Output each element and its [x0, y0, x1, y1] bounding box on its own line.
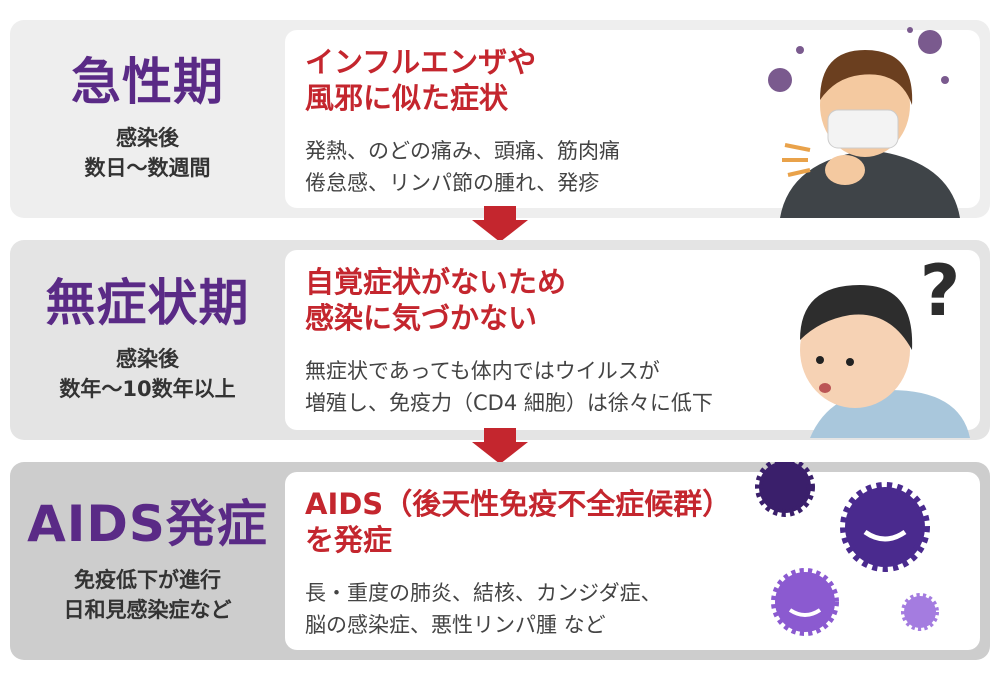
- description: 長・重度の肺炎、結核、カンジダ症、脳の感染症、悪性リンパ腫 など: [305, 581, 662, 637]
- unaware-person-illustration: ?: [800, 250, 970, 438]
- stage-card: インフルエンザや風邪に似た症状 発熱、のどの痛み、頭痛、筋肉痛倦怠感、リンパ節の…: [285, 27, 980, 218]
- stage-aids: AIDS発症 免疫低下が進行日和見感染症など AIDS（後天性免疫不全症候群）を…: [10, 462, 990, 660]
- phase-timing: 免疫低下が進行日和見感染症など: [64, 566, 232, 625]
- question-mark-icon: ?: [920, 250, 961, 332]
- headline: 自覚症状がないため感染に気づかない: [305, 265, 567, 336]
- stage-label: 無症状期 感染後数年〜10数年以上: [10, 240, 285, 440]
- timing-line: 数年〜10数年以上: [59, 376, 236, 401]
- stage-card: 自覚症状がないため感染に気づかない 無症状であっても体内ではウイルスが増殖し、免…: [285, 250, 980, 438]
- timing-line: 数日〜数週間: [84, 155, 211, 180]
- stage-asymptomatic: 無症状期 感染後数年〜10数年以上 自覚症状がないため感染に気づかない 無症状で…: [10, 240, 990, 440]
- headline: インフルエンザや風邪に似た症状: [305, 45, 537, 116]
- phase-title: AIDS発症: [27, 495, 268, 554]
- stage-card: AIDS（後天性免疫不全症候群）を発症 長・重度の肺炎、結核、カンジダ症、脳の感…: [285, 462, 980, 650]
- phase-timing: 感染後数日〜数週間: [85, 124, 211, 183]
- stage-label: AIDS発症 免疫低下が進行日和見感染症など: [10, 462, 285, 660]
- phase-title: 無症状期: [45, 274, 250, 333]
- coughing-person-illustration: [768, 27, 960, 218]
- timing-line: 日和見感染症など: [63, 597, 232, 622]
- phase-timing: 感染後数年〜10数年以上: [59, 345, 235, 404]
- phase-title: 急性期: [71, 53, 224, 112]
- timing-line: 感染後: [115, 347, 179, 372]
- timing-line: 免疫低下が進行: [74, 568, 221, 593]
- virus-illustration: [755, 462, 939, 636]
- timing-line: 感染後: [116, 126, 179, 151]
- description: 発熱、のどの痛み、頭痛、筋肉痛倦怠感、リンパ節の腫れ、発疹: [305, 139, 620, 195]
- description: 無症状であっても体内ではウイルスが増殖し、免疫力（CD4 細胞）は徐々に低下: [305, 359, 713, 415]
- stage-label: 急性期 感染後数日〜数週間: [10, 20, 285, 218]
- stage-acute: 急性期 感染後数日〜数週間 インフルエンザや風邪に似た症状 発熱、のどの痛み、頭…: [10, 20, 990, 218]
- headline: AIDS（後天性免疫不全症候群）を発症: [305, 487, 732, 558]
